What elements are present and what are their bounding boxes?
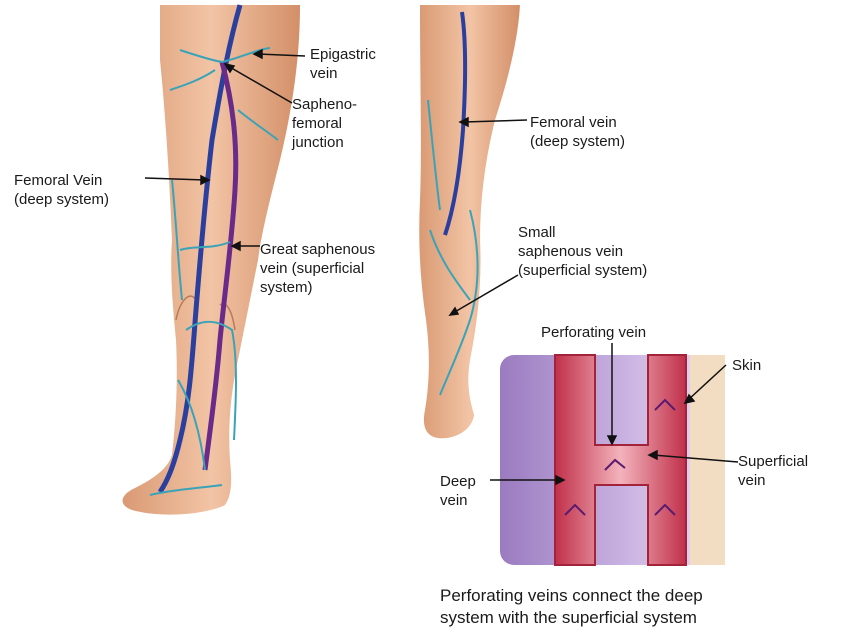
epigastric-vein-label: Epigastric vein [310,45,376,83]
superficial-vein-label: Superficial vein [738,452,808,490]
sapheno-femoral-junction-label: Sapheno- femoral junction [292,95,357,152]
small-saphenous-vein-label: Small saphenous vein (superficial system… [518,223,647,280]
femoral-vein-back-label: Femoral vein (deep system) [530,113,625,151]
perforating-vein-label: Perforating vein [541,323,646,342]
femoral-vein-front-label: Femoral Vein (deep system) [14,171,109,209]
great-saphenous-vein-label: Great saphenous vein (superficial system… [260,240,375,297]
figure-caption: Perforating veins connect the deep syste… [440,585,703,629]
skin-label: Skin [732,356,761,375]
deep-vein-label: Deep vein [440,472,476,510]
